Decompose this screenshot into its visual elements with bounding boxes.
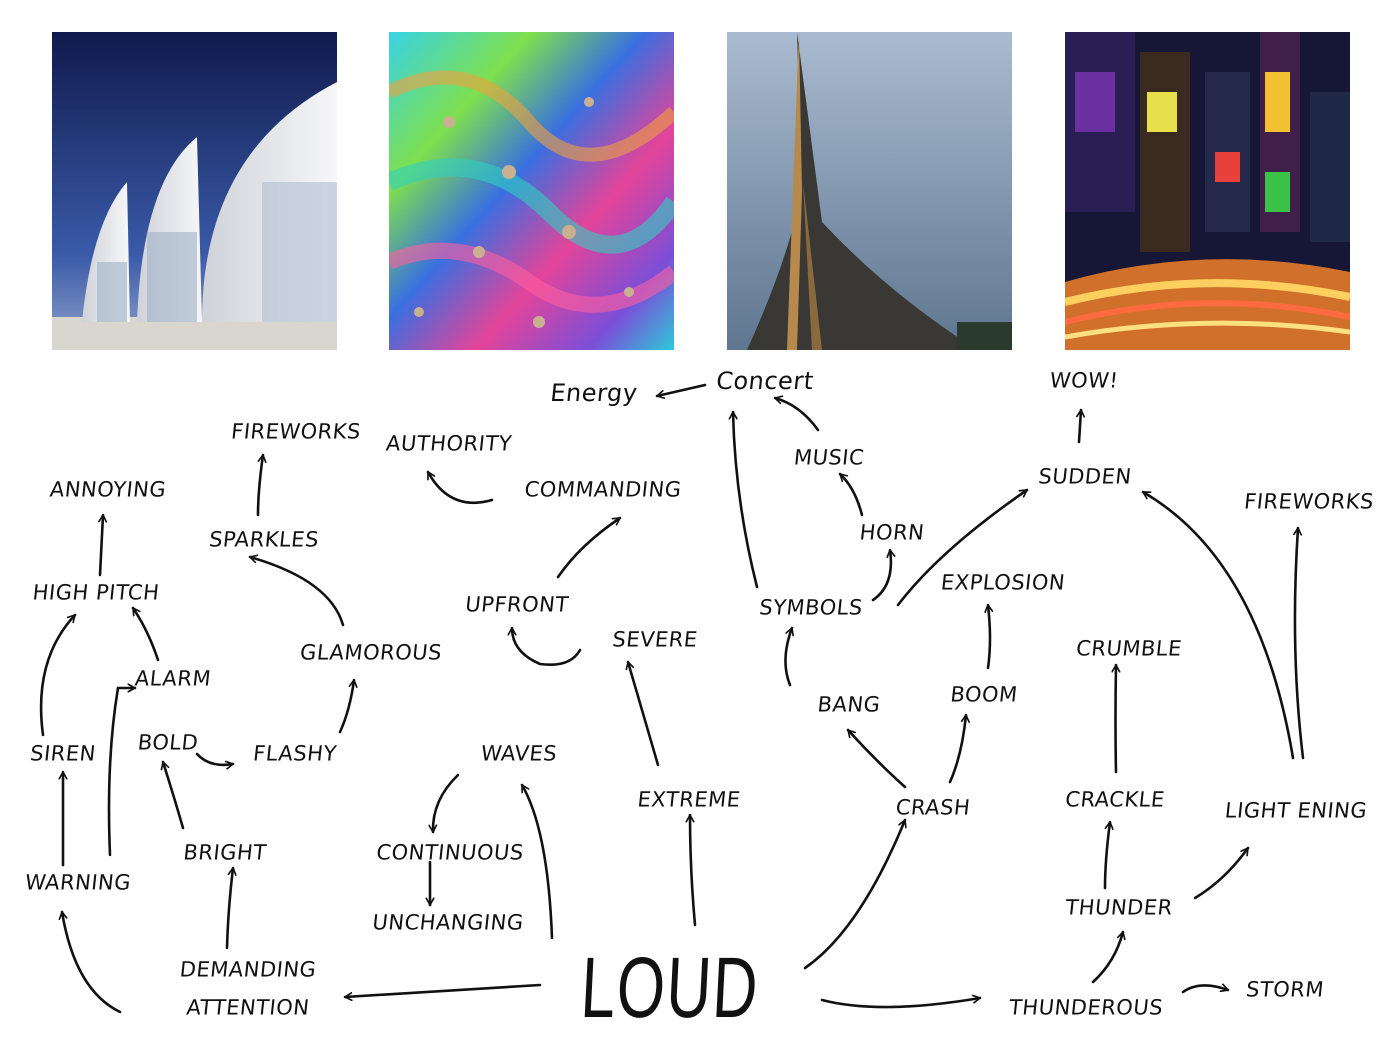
- arrow-glamorous-sparkles: [248, 557, 345, 627]
- arrow-symbols-horn: [871, 548, 891, 602]
- arrow-loud-thunderous: [820, 998, 982, 1009]
- node-lightening: LIGHT ENING: [1223, 798, 1369, 823]
- node-continuous: CONTINUOUS: [375, 840, 525, 865]
- node-fireworks-right: FIREWORKS: [1242, 489, 1376, 514]
- node-sudden: SUDDEN: [1037, 464, 1133, 489]
- node-commanding: COMMANDING: [523, 477, 683, 502]
- node-alarm: ALARM: [133, 666, 213, 691]
- arrow-siren-highpitch: [39, 613, 77, 737]
- arrow-bright-bold: [163, 760, 185, 830]
- node-bang: BANG: [816, 692, 882, 717]
- node-waves: WAVES: [479, 741, 559, 766]
- arrow-thunder-lightening: [1193, 846, 1250, 900]
- node-warning: WARNING: [23, 870, 133, 895]
- arrow-concert-energy: [655, 383, 707, 396]
- arrow-horn-music: [838, 472, 864, 517]
- arrow-crash-bang: [846, 728, 907, 789]
- arrow-thunder-crackle: [1103, 820, 1110, 890]
- node-demanding: DEMANDING: [178, 957, 318, 982]
- node-horn: HORN: [858, 520, 926, 545]
- node-extreme: EXTREME: [636, 787, 742, 812]
- arrow-thunderous-thunder: [1091, 930, 1123, 984]
- arrow-extreme-severe: [628, 660, 660, 767]
- arrow-demanding-bright: [225, 866, 233, 950]
- arrow-bold-flashy: [195, 752, 235, 765]
- node-severe: SEVERE: [611, 627, 699, 652]
- arrow-music-concert: [773, 398, 820, 432]
- arrow-loud-waves: [520, 783, 554, 940]
- node-thunderous: THUNDEROUS: [1007, 995, 1165, 1020]
- arrow-crash-boom: [948, 713, 966, 784]
- times-square-photo: [1065, 32, 1350, 350]
- node-glamorous: GLAMOROUS: [298, 640, 444, 665]
- node-siren: SIREN: [28, 741, 98, 766]
- soap-film-photo: [389, 32, 674, 350]
- node-annoying: ANNOYING: [48, 477, 168, 502]
- arrow-thunderous-storm: [1181, 985, 1230, 994]
- arrow-symbols-concert: [733, 410, 759, 589]
- arrow-flashy-glamorous: [338, 678, 354, 734]
- node-explosion: EXPLOSION: [939, 570, 1067, 595]
- node-high-pitch: HIGH PITCH: [31, 580, 161, 605]
- node-flashy: FLASHY: [252, 741, 339, 766]
- arrow-demanding-warning: [62, 910, 122, 1014]
- arrow-lightening-fireworks: [1295, 526, 1305, 760]
- node-upfront: UPFRONT: [464, 592, 570, 617]
- node-concert: Concert: [714, 367, 816, 395]
- arrow-alarm-highpitch: [131, 606, 160, 662]
- church-sails-photo: [52, 32, 337, 350]
- arrow-waves-continuous: [433, 773, 460, 834]
- arrow-commanding-authority: [426, 470, 494, 505]
- arrow-sudden-wow: [1079, 408, 1081, 444]
- node-bold: BOLD: [136, 730, 200, 755]
- node-authority: AUTHORITY: [384, 431, 514, 456]
- node-storm: STORM: [1244, 977, 1326, 1002]
- node-wow: WOW!: [1048, 368, 1120, 393]
- arrow-highpitch-annoying: [100, 513, 103, 577]
- arrow-lightening-sudden: [1141, 490, 1295, 760]
- node-music: MUSIC: [792, 445, 866, 470]
- arrow-bang-symbols: [784, 626, 792, 687]
- node-crash: CRASH: [894, 795, 972, 820]
- spire-church-photo: [727, 32, 1012, 350]
- node-unchanging: UNCHANGING: [371, 910, 525, 935]
- arrow-explosion-sudden: [896, 488, 1029, 607]
- arrow-boom-explosion: [988, 603, 990, 670]
- arrow-loud-demanding: [343, 983, 542, 997]
- arrow-loud-extreme: [690, 813, 697, 927]
- node-thunder: THUNDER: [1064, 895, 1174, 920]
- node-symbols: SYMBOLS: [758, 595, 865, 620]
- arrow-crackle-crumble: [1116, 663, 1117, 774]
- arrow-sparkles-fireworks: [256, 453, 263, 517]
- node-energy: Energy: [549, 379, 639, 407]
- node-sparkles: SPARKLES: [207, 527, 321, 552]
- arrow-upfront-commanding: [556, 516, 622, 579]
- node-crackle: CRACKLE: [1064, 787, 1166, 812]
- node-fireworks-left: FIREWORKS: [229, 419, 363, 444]
- node-loud: LOUD: [578, 940, 762, 1036]
- node-attention: ATTENTION: [185, 995, 311, 1020]
- arrow-warning-alarm: [107, 688, 137, 857]
- node-crumble: CRUMBLE: [1074, 636, 1184, 661]
- arrow-severe-upfront: [512, 626, 582, 666]
- node-bright: BRIGHT: [182, 840, 268, 865]
- arrow-loud-crash: [803, 818, 905, 970]
- node-boom: BOOM: [949, 682, 1019, 707]
